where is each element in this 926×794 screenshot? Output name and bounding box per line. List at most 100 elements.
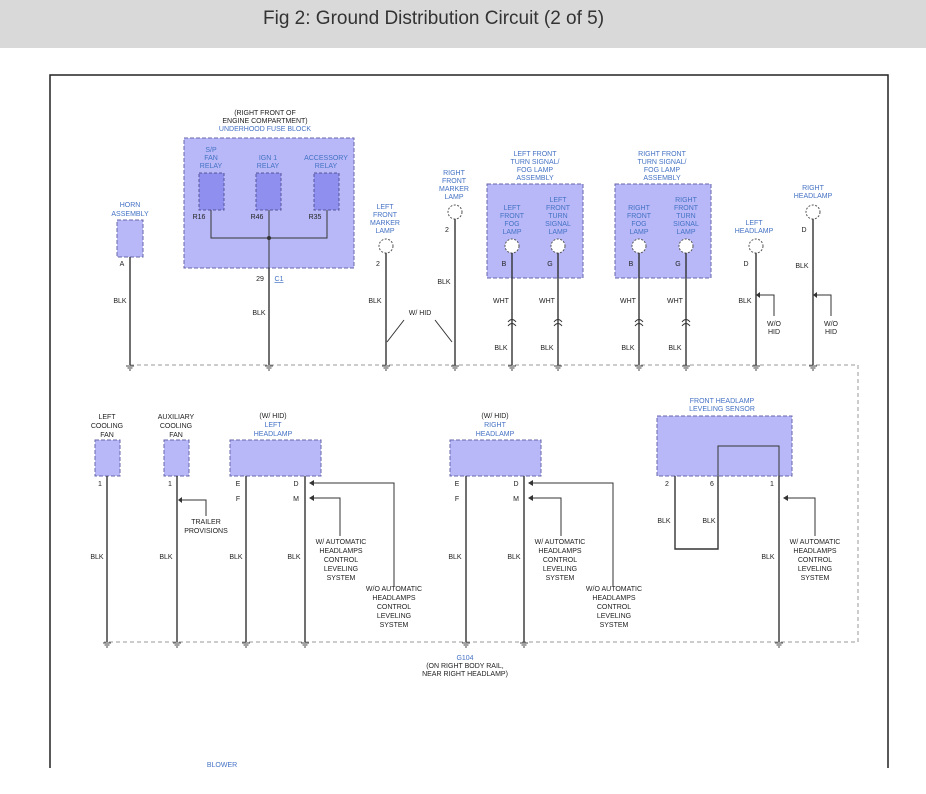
right-hid-headlamp-label-1: (W/ HID) [481, 413, 508, 420]
left-turn-assy-connectors [507, 319, 563, 327]
ground-g104-location-1: (ON RIGHT BODY RAIL, [426, 663, 504, 670]
aux-fan-label-3: FAN [169, 432, 183, 439]
left-turn-fog-assembly [486, 183, 584, 279]
aux-fan-label-2: COOLING [160, 423, 192, 430]
leveling-sensor-pin-2: 2 [665, 481, 669, 488]
left-hid-pin-m: M [293, 496, 299, 503]
sp-fan-relay-label-3: RELAY [200, 163, 223, 170]
figure-title: Fig 2: Ground Distribution Circuit (2 of… [263, 8, 605, 29]
right-fog-wire-wht: WHT [620, 298, 637, 305]
fuse-block-pin: 29 [256, 276, 264, 283]
left-cooling-fan-label-3: FAN [100, 432, 114, 439]
left-hid-wire-d-color: BLK [287, 554, 301, 561]
right-hid-arrowheads [528, 480, 533, 501]
left-wo-auto-4: LEVELING [377, 613, 411, 620]
left-hid-arrowheads [309, 480, 314, 501]
left-marker-label-3: MARKER [370, 220, 400, 227]
diagram-frame [49, 74, 889, 768]
left-cooling-fan-pin: 1 [98, 481, 102, 488]
left-turn-label-3: TURN [548, 213, 567, 220]
horn-assembly [116, 219, 144, 258]
sp-fan-relay [198, 172, 225, 211]
horn-label-1: HORN [120, 202, 141, 209]
left-headlamp-wo-hid-2: HID [768, 329, 780, 336]
right-wo-auto-4: LEVELING [597, 613, 631, 620]
fuse-block-location-1: (RIGHT FRONT OF [234, 110, 296, 117]
right-turn-assy-wires [638, 253, 687, 365]
right-marker-pin: 2 [445, 227, 449, 234]
right-hid-pin-m: M [513, 496, 519, 503]
aux-fan-label-1: AUXILIARY [158, 414, 195, 421]
right-fog-pin: B [629, 261, 634, 268]
right-headlamp-wo-hid-1: W/O [824, 321, 839, 328]
trailer-label-2: PROVISIONS [184, 528, 228, 535]
sp-fan-relay-pin: R16 [193, 214, 206, 221]
left-fog-label-4: LAMP [502, 229, 521, 236]
left-hid-auto-arrows [314, 482, 395, 586]
leveling-sensor-internal [717, 445, 780, 476]
leveling-sensor-label-2: LEVELING SENSOR [689, 406, 755, 413]
right-hid-headlamp-label-3: HEADLAMP [476, 431, 515, 438]
right-wo-auto-1: W/O AUTOMATIC [586, 586, 642, 593]
top-ground-symbols [126, 365, 817, 371]
right-fog-label-4: LAMP [629, 229, 648, 236]
accessory-relay-pin: R35 [309, 214, 322, 221]
right-hid-wire-e-color: BLK [448, 554, 462, 561]
left-w-auto-4: LEVELING [324, 566, 358, 573]
left-headlamp-top-label-2: HEADLAMP [735, 228, 774, 235]
left-headlamp-wo-hid-1: W/O [767, 321, 782, 328]
right-turn-lamp [678, 238, 694, 254]
left-cooling-fan-label-1: LEFT [98, 414, 116, 421]
trailer-label-1: TRAILER [191, 519, 221, 526]
left-marker-label-2: FRONT [373, 212, 398, 219]
sp-fan-relay-label-2: FAN [204, 155, 218, 162]
left-fog-pin: B [502, 261, 507, 268]
left-hid-headlamp-label-1: (W/ HID) [259, 413, 286, 420]
left-turn-label-2: FRONT [546, 205, 571, 212]
left-turn-pin: G [547, 261, 552, 268]
left-headlamp-top-lamp [748, 238, 764, 254]
right-turn-label-5: LAMP [676, 229, 695, 236]
right-w-auto-3: CONTROL [543, 557, 577, 564]
left-fog-label-1: LEFT [503, 205, 521, 212]
leveling-w-auto-4: LEVELING [798, 566, 832, 573]
accessory-relay-label-1: ACCESSORY [304, 155, 348, 162]
right-turn-label-2: FRONT [674, 205, 699, 212]
ign1-relay-pin: R46 [251, 214, 264, 221]
right-marker-label-2: FRONT [442, 178, 467, 185]
right-turn-label-1: RIGHT [675, 197, 698, 204]
left-headlamp-top-pin: D [743, 261, 748, 268]
ign1-relay-label-1: IGN 1 [259, 155, 277, 162]
right-w-auto-4: LEVELING [543, 566, 577, 573]
left-w-auto-3: CONTROL [324, 557, 358, 564]
aux-fan-pin: 1 [168, 481, 172, 488]
blower-label: BLOWER [207, 762, 237, 769]
right-headlamp-wo-hid-arrow [817, 294, 832, 316]
right-turn-assy-label-3: FOG LAMP [644, 167, 681, 174]
right-turn-assy-label-2: TURN SIGNAL/ [637, 159, 686, 166]
right-marker-lamp [447, 204, 463, 220]
right-w-auto-5: SYSTEM [546, 575, 575, 582]
right-turn-assy-label-4: ASSEMBLY [643, 175, 681, 182]
ground-bus-top [104, 364, 859, 643]
left-marker-lamp [378, 238, 394, 254]
right-turn-pin: G [675, 261, 680, 268]
right-fog-label-3: FOG [631, 221, 646, 228]
with-hid-label: W/ HID [409, 310, 432, 317]
aux-cooling-fan [163, 439, 190, 477]
left-headlamp-wo-hid-arrow [760, 294, 775, 316]
title-bar: Fig 2: Ground Distribution Circuit (2 of… [0, 0, 926, 48]
leveling-auto-arrow [788, 497, 816, 536]
leveling-pin1-wire-color: BLK [761, 554, 775, 561]
left-turn-assy-label-3: FOG LAMP [517, 167, 554, 174]
right-w-auto-2: HEADLAMPS [538, 548, 582, 555]
left-hid-pin-e: E [236, 481, 241, 488]
left-marker-pin: 2 [376, 261, 380, 268]
fuse-block-connector: C1 [275, 276, 284, 283]
leveling-sensor-pin-6: 6 [710, 481, 714, 488]
right-wo-auto-3: CONTROL [597, 604, 631, 611]
left-turn-wire-wht: WHT [539, 298, 556, 305]
leveling-pin6-wire-color: BLK [702, 518, 716, 525]
left-w-auto-1: W/ AUTOMATIC [316, 539, 367, 546]
right-wo-auto-2: HEADLAMPS [592, 595, 636, 602]
